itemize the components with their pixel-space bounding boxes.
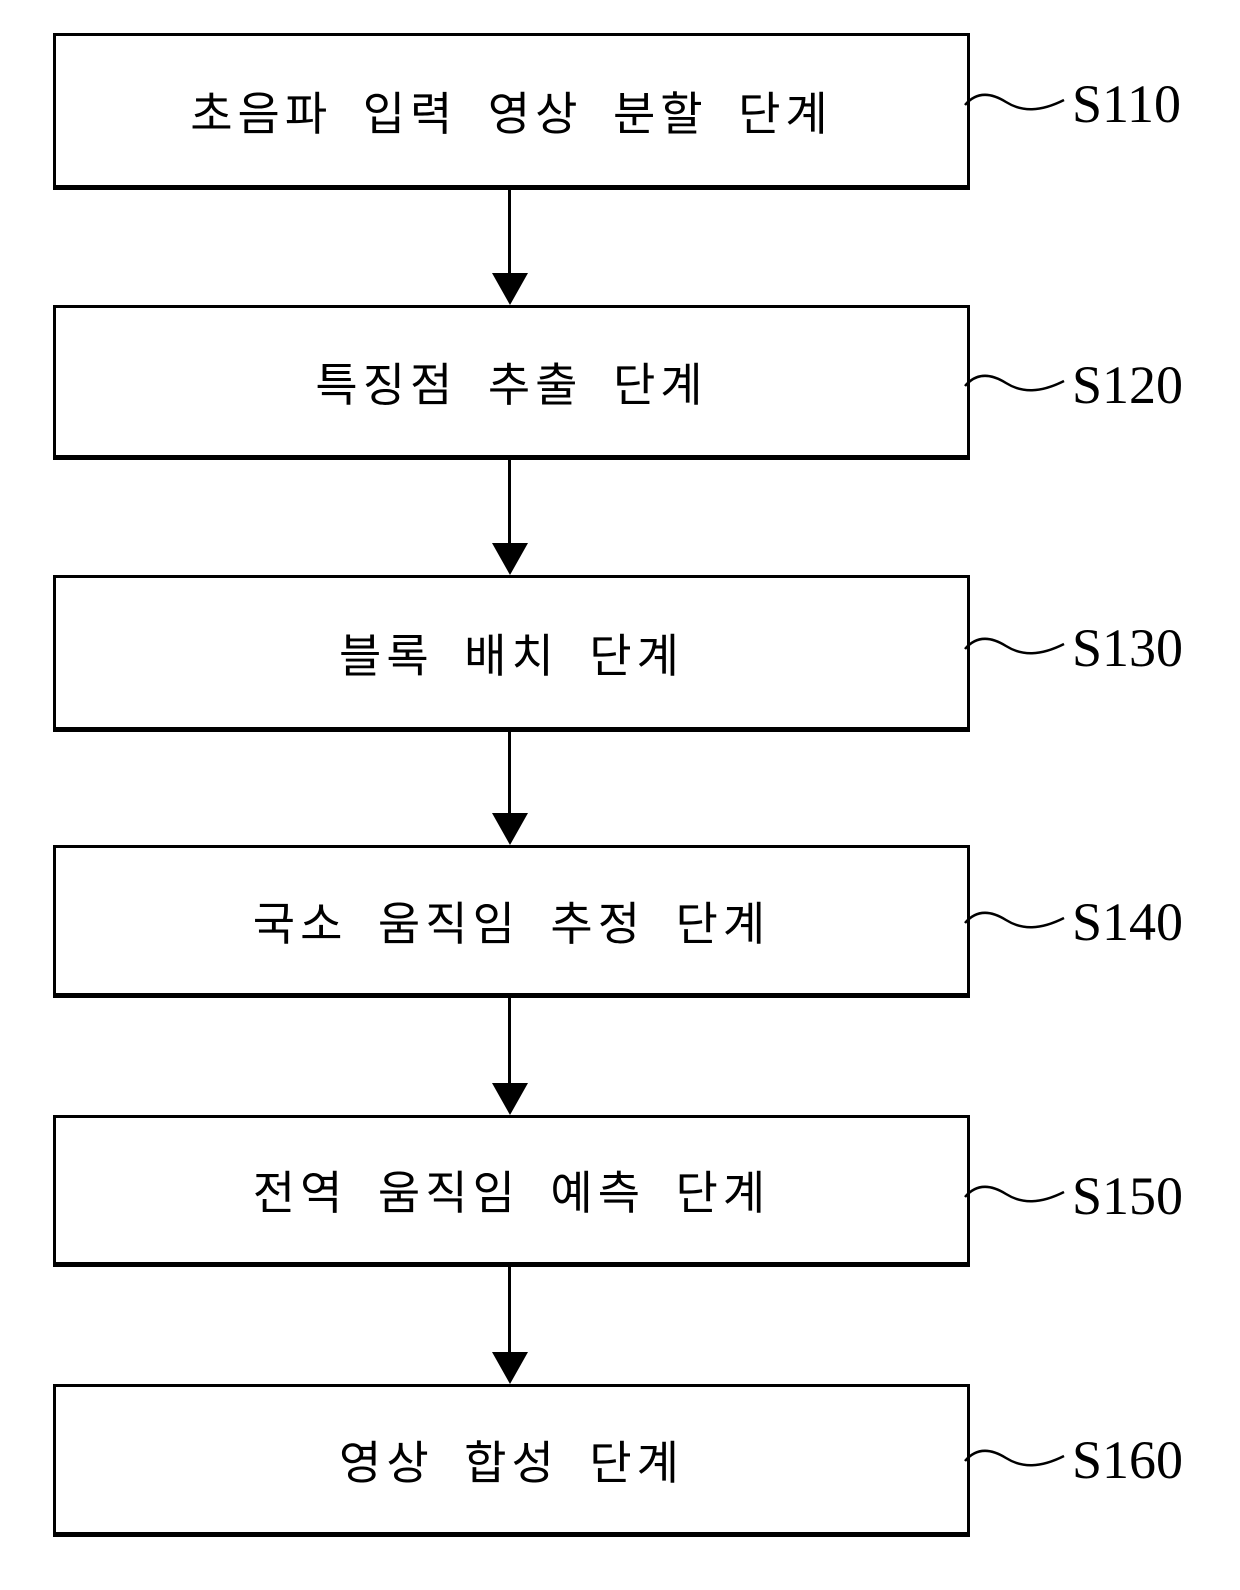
step-label: 블록 배치 단계: [339, 630, 684, 682]
step-ref-label: S120: [1072, 355, 1184, 415]
arrow-line: [508, 190, 511, 275]
ref-row-s120: S120: [964, 353, 1183, 417]
tilde-connector-icon: [964, 93, 1065, 111]
arrow-head-icon: [492, 1083, 528, 1115]
arrow-line: [508, 1267, 511, 1354]
tilde-connector-icon: [964, 1449, 1065, 1467]
arrow-line: [508, 732, 511, 815]
step-label: 특징점 추출 단계: [315, 359, 708, 411]
step-ref-label: S110: [1072, 74, 1182, 134]
tilde-connector-icon: [964, 1185, 1065, 1203]
step-box-s110: 초음파 입력 영상 분할 단계: [53, 33, 970, 190]
ref-row-s140: S140: [964, 890, 1183, 954]
step-ref-label: S130: [1072, 618, 1184, 678]
flow-arrow-down: [492, 1267, 528, 1384]
step-label: 영상 합성 단계: [339, 1437, 684, 1489]
tilde-connector-icon: [964, 911, 1065, 929]
flow-arrow-down: [492, 190, 528, 305]
flow-arrow-down: [492, 732, 528, 845]
step-label: 전역 움직임 예측 단계: [252, 1168, 771, 1219]
arrow-head-icon: [492, 543, 528, 575]
arrow-head-icon: [492, 273, 528, 305]
ref-row-s130: S130: [964, 616, 1183, 680]
arrow-head-icon: [492, 1352, 528, 1384]
step-box-s160: 영상 합성 단계: [53, 1384, 970, 1537]
tilde-connector-icon: [964, 374, 1065, 392]
step-ref-label: S140: [1072, 892, 1184, 952]
arrow-head-icon: [492, 813, 528, 845]
step-box-s130: 블록 배치 단계: [53, 575, 970, 732]
step-ref-label: S160: [1072, 1430, 1184, 1490]
step-ref-label: S150: [1072, 1166, 1184, 1226]
ref-row-s110: S110: [964, 72, 1181, 136]
step-box-s140: 국소 움직임 추정 단계: [53, 845, 970, 998]
step-box-s120: 특징점 추출 단계: [53, 305, 970, 460]
arrow-line: [508, 460, 511, 545]
flow-arrow-down: [492, 998, 528, 1115]
step-label: 초음파 입력 영상 분할 단계: [190, 88, 833, 140]
step-box-s150: 전역 움직임 예측 단계: [53, 1115, 970, 1267]
ref-row-s150: S150: [964, 1164, 1183, 1228]
ref-row-s160: S160: [964, 1428, 1183, 1492]
tilde-connector-icon: [964, 637, 1065, 655]
arrow-line: [508, 998, 511, 1085]
step-label: 국소 움직임 추정 단계: [252, 898, 771, 950]
flow-arrow-down: [492, 460, 528, 575]
